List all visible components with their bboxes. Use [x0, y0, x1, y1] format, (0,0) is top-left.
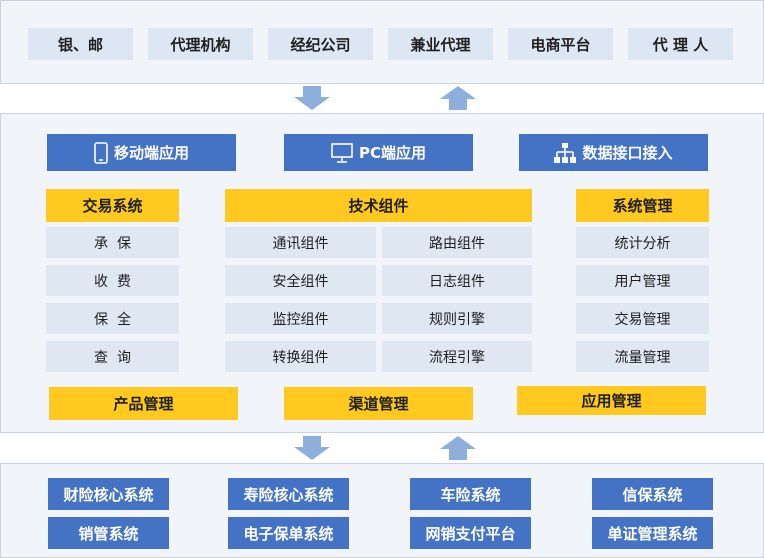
- tech-item-workflow-engine[interactable]: 流程引擎: [382, 341, 532, 372]
- arrow-up-icon: [440, 436, 476, 460]
- backend-label: 单证管理系统: [607, 524, 698, 543]
- tech-item-label: 规则引擎: [429, 311, 485, 328]
- trade-system-title: 交易系统: [82, 197, 143, 215]
- arrow-down-icon: [294, 86, 330, 110]
- backend-document-management-system[interactable]: 单证管理系统: [592, 517, 713, 549]
- backend-label: 网销支付平台: [425, 524, 516, 543]
- mgmt-item-label: 交易管理: [614, 311, 671, 328]
- tech-item-label: 路由组件: [429, 235, 485, 252]
- tech-item-label: 流程引擎: [429, 349, 485, 366]
- channel-label: 电商平台: [530, 35, 591, 54]
- channel-brokerage[interactable]: 经纪公司: [268, 28, 373, 60]
- backend-auto-insurance-system[interactable]: 车险系统: [410, 478, 531, 510]
- mgmt-item-label: 统计分析: [614, 235, 671, 252]
- tech-item-conversion[interactable]: 转换组件: [225, 341, 376, 372]
- application-management-label: 应用管理: [581, 392, 642, 410]
- channel-agency[interactable]: 代理机构: [148, 28, 253, 60]
- trade-item-preservation[interactable]: 保 全: [46, 303, 179, 334]
- channel-label: 代 理 人: [652, 35, 709, 54]
- backend-label: 销管系统: [78, 524, 139, 543]
- mobile-app-label: 移动端应用: [113, 144, 189, 162]
- backend-pc-core-system[interactable]: 财险核心系统: [48, 478, 169, 510]
- mgmt-item-label: 用户管理: [614, 273, 671, 290]
- tech-item-label: 通讯组件: [272, 235, 329, 252]
- tech-item-logging[interactable]: 日志组件: [382, 265, 532, 296]
- product-management-label: 产品管理: [113, 395, 174, 413]
- tech-item-label: 转换组件: [272, 349, 329, 366]
- arrow-up-icon: [440, 86, 476, 110]
- tech-components-header: 技术组件: [225, 189, 532, 222]
- backend-label: 寿险核心系统: [243, 485, 334, 504]
- tech-item-label: 日志组件: [429, 273, 485, 290]
- backend-panel: 财险核心系统 销管系统 寿险核心系统 电子保单系统 车险系统 网销支付平台 信保…: [0, 463, 764, 558]
- mgmt-item-transactions[interactable]: 交易管理: [576, 303, 709, 334]
- data-interface-button[interactable]: 数据接口接入: [519, 134, 708, 171]
- trade-item-label: 承 保: [94, 235, 131, 252]
- tech-item-rules-engine[interactable]: 规则引擎: [382, 303, 532, 334]
- mgmt-item-traffic[interactable]: 流量管理: [576, 341, 709, 372]
- backend-sales-management[interactable]: 销管系统: [48, 517, 169, 549]
- tech-item-monitoring[interactable]: 监控组件: [225, 303, 376, 334]
- backend-credit-insurance-system[interactable]: 信保系统: [592, 478, 713, 510]
- tech-item-label: 安全组件: [272, 273, 329, 290]
- channel-management-label: 渠道管理: [348, 395, 409, 413]
- trade-item-underwriting[interactable]: 承 保: [46, 227, 179, 258]
- channel-label: 代理机构: [170, 35, 231, 54]
- channel-agent[interactable]: 代 理 人: [628, 28, 733, 60]
- backend-life-core-system[interactable]: 寿险核心系统: [228, 478, 349, 510]
- tech-item-label: 监控组件: [272, 311, 329, 328]
- channel-bank-post[interactable]: 银、邮: [28, 28, 133, 60]
- trade-item-label: 查 询: [94, 349, 131, 366]
- tech-item-communication[interactable]: 通讯组件: [225, 227, 376, 258]
- backend-e-policy-system[interactable]: 电子保单系统: [228, 517, 349, 549]
- application-management-button[interactable]: 应用管理: [517, 386, 706, 415]
- channel-part-time-agent[interactable]: 兼业代理: [388, 28, 493, 60]
- system-management-title: 系统管理: [612, 197, 673, 215]
- tech-item-security[interactable]: 安全组件: [225, 265, 376, 296]
- backend-label: 电子保单系统: [243, 524, 334, 543]
- trade-system-header: 交易系统: [46, 189, 179, 222]
- mgmt-item-statistics[interactable]: 统计分析: [576, 227, 709, 258]
- backend-label: 车险系统: [440, 485, 501, 504]
- mgmt-item-users[interactable]: 用户管理: [576, 265, 709, 296]
- trade-item-query[interactable]: 查 询: [46, 341, 179, 372]
- channel-management-button[interactable]: 渠道管理: [284, 387, 473, 420]
- backend-label: 财险核心系统: [63, 485, 154, 504]
- platform-panel: 移动端应用 PC端应用 数据接口接入 交易系统 承 保 收 费 保 全 查 询 …: [0, 113, 764, 433]
- product-management-button[interactable]: 产品管理: [49, 387, 238, 420]
- pc-app-button[interactable]: PC端应用: [284, 134, 473, 171]
- monitor-icon: [331, 142, 353, 163]
- channel-label: 银、邮: [57, 35, 103, 54]
- mgmt-item-label: 流量管理: [614, 349, 671, 366]
- tech-item-routing[interactable]: 路由组件: [382, 227, 532, 258]
- backend-label: 信保系统: [622, 485, 683, 504]
- backend-online-payment-platform[interactable]: 网销支付平台: [410, 517, 531, 549]
- hierarchy-icon: [554, 142, 577, 163]
- pc-app-label: PC端应用: [358, 144, 426, 162]
- data-interface-label: 数据接口接入: [582, 144, 673, 162]
- trade-item-label: 收 费: [94, 273, 131, 290]
- channels-panel: 银、邮 代理机构 经纪公司 兼业代理 电商平台 代 理 人: [0, 0, 764, 84]
- arrow-down-icon: [294, 436, 330, 460]
- channel-label: 经纪公司: [290, 35, 351, 54]
- mobile-phone-icon: [94, 141, 108, 164]
- trade-item-label: 保 全: [94, 311, 131, 328]
- tech-components-title: 技术组件: [348, 197, 409, 215]
- trade-item-payment[interactable]: 收 费: [46, 265, 179, 296]
- channel-ecommerce[interactable]: 电商平台: [508, 28, 613, 60]
- system-management-header: 系统管理: [576, 189, 709, 222]
- channel-label: 兼业代理: [410, 35, 471, 54]
- mobile-app-button[interactable]: 移动端应用: [47, 134, 236, 171]
